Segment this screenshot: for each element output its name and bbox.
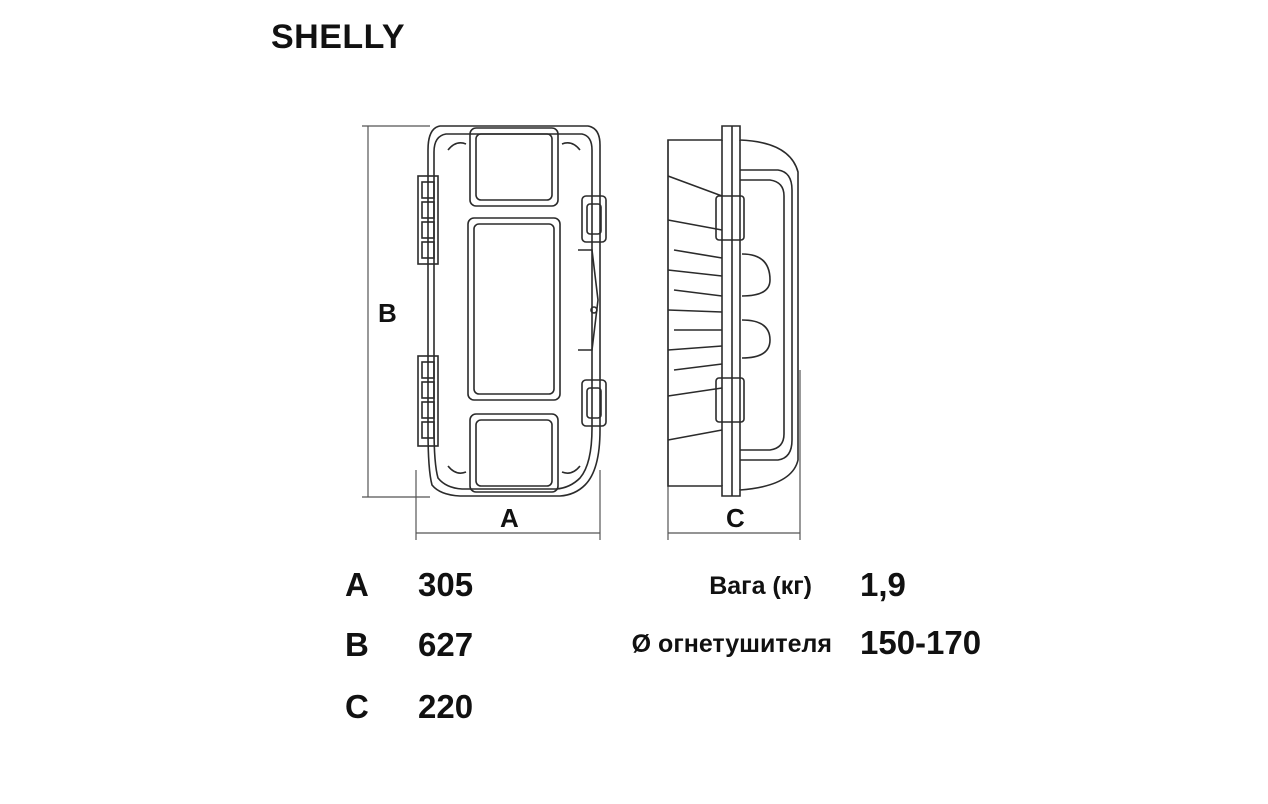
- dimension-label-a: A: [500, 503, 519, 533]
- dimension-value-c: 220: [418, 688, 474, 725]
- dimension-key-b: B: [345, 626, 369, 663]
- extinguisher-diameter-value: 150-170: [860, 624, 982, 661]
- dimension-label-c: C: [726, 503, 745, 533]
- dimension-value-a: 305: [418, 566, 474, 603]
- hinge-upper: [417, 175, 439, 265]
- dimension-key-a: A: [345, 566, 369, 603]
- front-view: [417, 125, 607, 497]
- hinge-lower: [417, 355, 439, 447]
- dimension-key-c: C: [345, 688, 369, 725]
- extinguisher-diameter-label: Ø огнетушителя: [631, 630, 832, 658]
- dimension-value-b: 627: [418, 626, 474, 663]
- dimension-label-b: B: [378, 298, 397, 328]
- weight-value: 1,9: [860, 566, 906, 603]
- weight-label: Вага (кг): [709, 572, 812, 600]
- side-view: [667, 125, 799, 497]
- product-title: SHELLY: [271, 18, 406, 56]
